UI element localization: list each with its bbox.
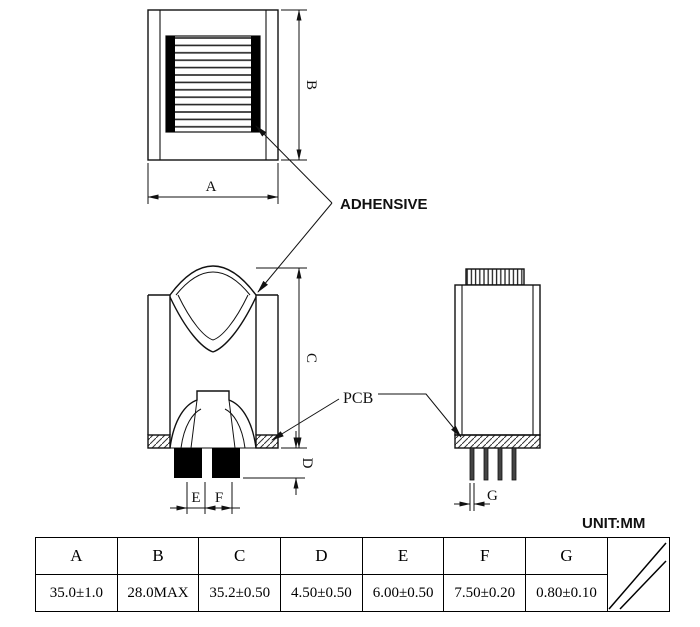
pcb-strip-side <box>454 434 541 449</box>
pcb-leader <box>271 393 462 441</box>
table-header-d: D <box>280 537 363 575</box>
dimension-b <box>281 9 307 161</box>
table-header-f: F <box>443 537 527 575</box>
dim-label-e: E <box>191 490 200 506</box>
pcb-label: PCB <box>343 390 373 407</box>
dimension-e-f <box>170 482 240 514</box>
dimension-a <box>147 163 279 204</box>
table-header-row: A B C D E F G <box>35 537 670 612</box>
dimension-g <box>454 483 490 511</box>
table-header-a: A <box>35 537 118 575</box>
pcb-strip-right <box>255 434 279 449</box>
top-pin-comb <box>465 268 525 286</box>
table-value-g: 0.80±0.10 <box>525 574 608 612</box>
dim-label-c: C <box>303 353 319 363</box>
top-view <box>147 9 279 161</box>
dimension-table: A B C D E F G 35.0±1.0 28.0MAX 35.2±0.50 <box>35 537 670 612</box>
adhesive-label: ADHENSIVE <box>340 196 428 213</box>
unit-label: UNIT:MM <box>582 515 645 532</box>
pcb-strip-left <box>147 434 171 449</box>
dim-label-d: D <box>299 458 315 469</box>
table-header-b: B <box>116 537 200 575</box>
winding-area <box>175 36 251 132</box>
table-diagonal-cell <box>606 537 670 612</box>
dim-label-b: B <box>303 80 319 90</box>
adhesive-strip-left <box>166 36 175 132</box>
table-value-d: 4.50±0.50 <box>280 574 363 612</box>
diagonal-break-mark <box>608 542 667 610</box>
adhesive-leader <box>255 125 333 293</box>
terminal-right <box>212 448 240 478</box>
dim-label-g: G <box>487 488 498 504</box>
side-view <box>454 268 541 481</box>
dimension-d <box>243 431 305 495</box>
dim-label-a: A <box>206 179 217 195</box>
table-header-c: C <box>198 537 282 575</box>
table-header-g: G <box>525 537 608 575</box>
table-value-c: 35.2±0.50 <box>198 574 282 612</box>
bottom-pins <box>469 447 517 481</box>
table-header-e: E <box>361 537 445 575</box>
table-value-e: 6.00±0.50 <box>361 574 445 612</box>
table-value-f: 7.50±0.20 <box>443 574 527 612</box>
dim-label-f: F <box>215 490 223 506</box>
table-value-row: 35.0±1.0 28.0MAX 35.2±0.50 4.50±0.50 6.0… <box>35 574 670 612</box>
terminal-left <box>174 448 202 478</box>
table-value-b: 28.0MAX <box>116 574 200 612</box>
front-view <box>147 265 279 478</box>
table-value-a: 35.0±1.0 <box>35 574 118 612</box>
adhesive-strip-right <box>251 36 260 132</box>
